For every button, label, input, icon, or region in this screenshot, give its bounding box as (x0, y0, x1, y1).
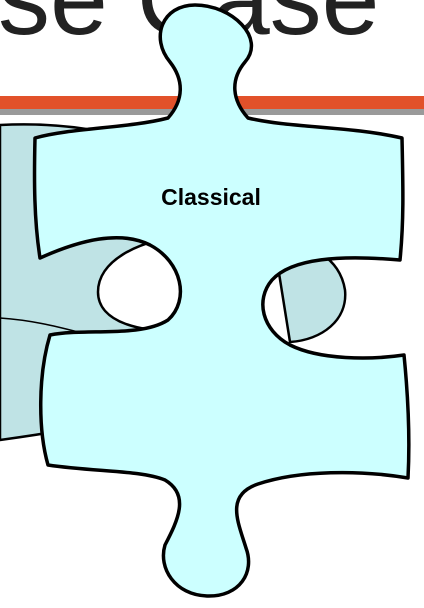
puzzle-piece-label: Classical (161, 184, 261, 210)
